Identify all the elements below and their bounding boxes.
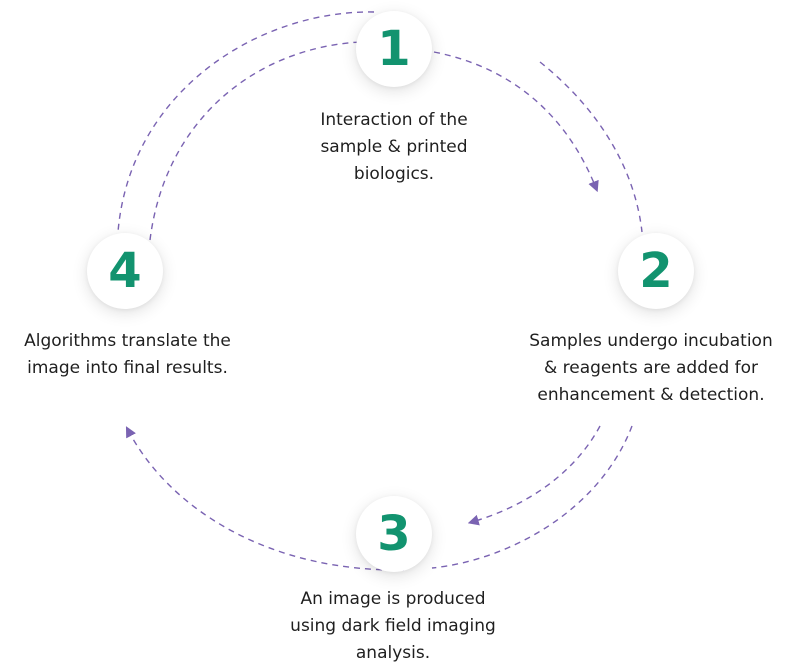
step-2-line-3: enhancement & detection. <box>537 385 765 405</box>
connector-inner-left-top <box>149 41 361 241</box>
step-3-number: 3 <box>377 506 411 562</box>
step-3-description: An image is produced using dark field im… <box>248 586 538 667</box>
connector-1-to-2 <box>433 51 599 193</box>
step-3-line-3: analysis. <box>355 643 431 663</box>
step-1-number: 1 <box>377 21 411 77</box>
step-4-line-1: Algorithms translate the <box>24 331 231 351</box>
step-2-number: 2 <box>639 243 673 299</box>
step-3-line-2: using dark field imaging <box>290 616 496 636</box>
connector-3-to-4 <box>125 426 405 571</box>
step-3-line-1: An image is produced <box>300 589 486 609</box>
step-1-badge: 1 <box>356 11 432 87</box>
step-4-badge: 4 <box>87 233 163 309</box>
step-4-description: Algorithms translate the image into fina… <box>0 328 255 382</box>
step-3-badge: 3 <box>356 496 432 572</box>
connector-outer-right-bottom <box>431 425 633 569</box>
step-2-description: Samples undergo incubation & reagents ar… <box>497 328 805 409</box>
step-1-description: Interaction of the sample & printed biol… <box>274 107 514 188</box>
step-1-line-2: sample & printed <box>320 137 468 157</box>
step-4-number: 4 <box>108 243 142 299</box>
connector-2-to-3 <box>467 425 601 526</box>
connector-outer-top-left <box>117 11 375 233</box>
connector-outer-right-top <box>539 61 643 233</box>
step-1-line-3: biologics. <box>353 164 435 184</box>
step-2-badge: 2 <box>618 233 694 309</box>
step-4-line-2: image into final results. <box>27 358 228 378</box>
step-1-line-1: Interaction of the <box>320 110 468 130</box>
step-2-line-2: & reagents are added for <box>543 358 759 378</box>
step-2-line-1: Samples undergo incubation <box>529 331 773 351</box>
